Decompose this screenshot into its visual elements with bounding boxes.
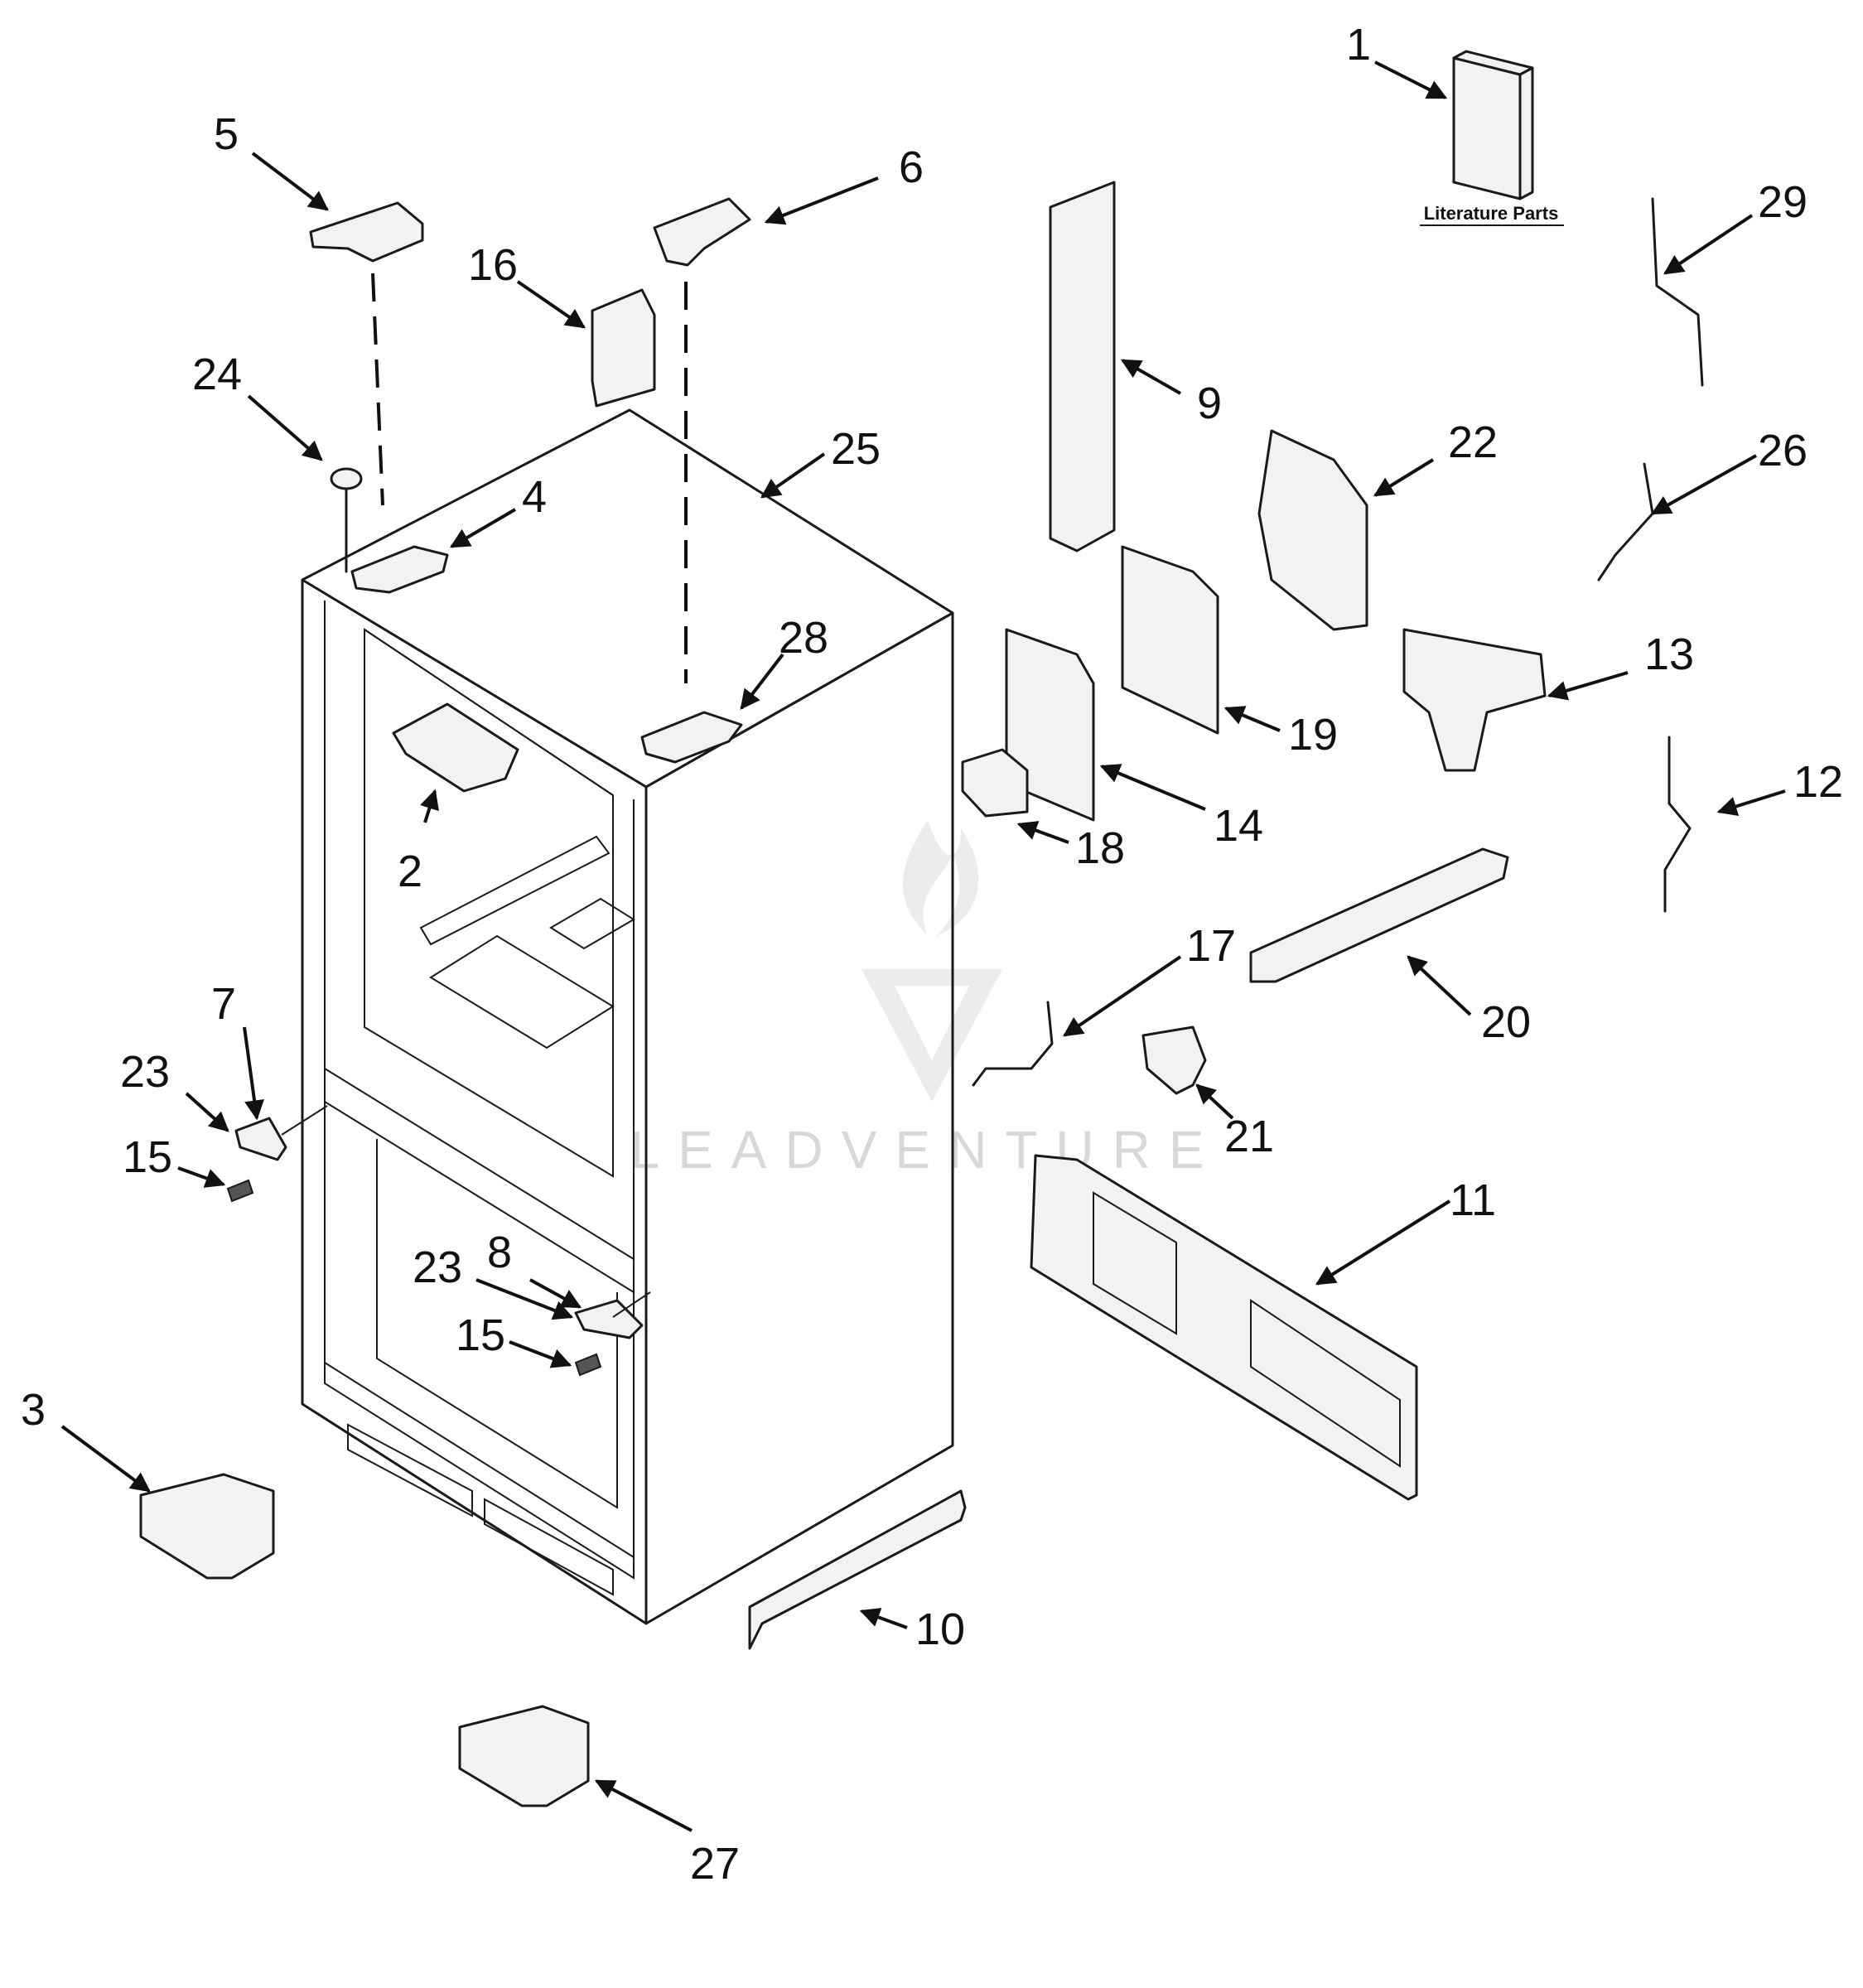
callout-16: 16 [468,240,518,290]
literature-label: Literature Parts [1424,203,1559,224]
callout-22: 22 [1448,417,1498,467]
callout-24: 24 [192,350,242,399]
screw-right [574,1353,602,1377]
crisper-cover [392,702,519,793]
toe-grille-lower [748,1489,967,1650]
callout-2: 2 [398,847,422,896]
callout-10: 10 [915,1604,965,1654]
top-hinge-left [350,545,449,594]
callout-1: 1 [1346,20,1371,70]
callout-15a: 15 [123,1132,172,1182]
callout-18: 18 [1075,823,1125,873]
callout-7: 7 [211,979,236,1029]
screw-left [226,1179,254,1203]
drain-tube [972,1001,1054,1087]
callout-numbers: 1 2 3 4 5 6 7 8 9 10 11 12 13 14 15 15 1… [21,20,1843,1889]
wire-rod [1651,197,1704,387]
toe-grille-upper [1249,847,1509,983]
rear-access-panel [1030,1154,1418,1501]
bushing [330,467,363,490]
dash-line-left [371,273,384,506]
callout-6: 6 [899,142,924,192]
callout-23a: 23 [120,1047,170,1097]
callout-14: 14 [1214,801,1263,851]
literature-parts [1452,50,1534,200]
callout-29: 29 [1758,177,1807,227]
center-hinge-left [234,1117,287,1161]
callout-17: 17 [1186,921,1236,971]
callout-21: 21 [1224,1112,1274,1161]
mullion-bar [1049,181,1116,552]
hinge-cover-right [653,197,751,267]
callout-9: 9 [1197,379,1222,428]
control-board [1121,545,1219,735]
callout-13: 13 [1644,630,1694,679]
roller-left [139,1473,275,1580]
callout-8: 8 [487,1228,512,1277]
callout-23b: 23 [413,1242,462,1292]
callout-11: 11 [1450,1175,1496,1225]
callout-5: 5 [214,109,239,159]
callout-26: 26 [1758,426,1807,475]
watermark-text: LEADVENTURE [630,1120,1223,1180]
control-housing [1257,429,1368,631]
fill-tube [1597,462,1654,581]
watermark-logo [862,820,1002,1102]
roller-right [458,1705,590,1807]
callout-19: 19 [1288,710,1338,760]
callout-28: 28 [779,613,828,663]
callout-27: 27 [690,1839,740,1889]
callout-20: 20 [1481,997,1531,1047]
callout-12: 12 [1793,757,1843,807]
cabinet-shell [301,408,954,1625]
leader-arrows [60,60,1786,1832]
callout-3: 3 [21,1385,46,1435]
hinge-cap [591,288,656,408]
hinge-cover-left [309,201,424,263]
wire-harness [1663,736,1692,913]
callout-15b: 15 [456,1310,505,1360]
callout-25: 25 [831,424,881,474]
top-hinge-right [640,711,743,764]
water-valve [1402,628,1547,772]
callout-4: 4 [522,472,547,522]
thermistor [961,748,1029,818]
dispenser-valve [1141,1025,1207,1095]
center-hinge-right [574,1299,644,1339]
